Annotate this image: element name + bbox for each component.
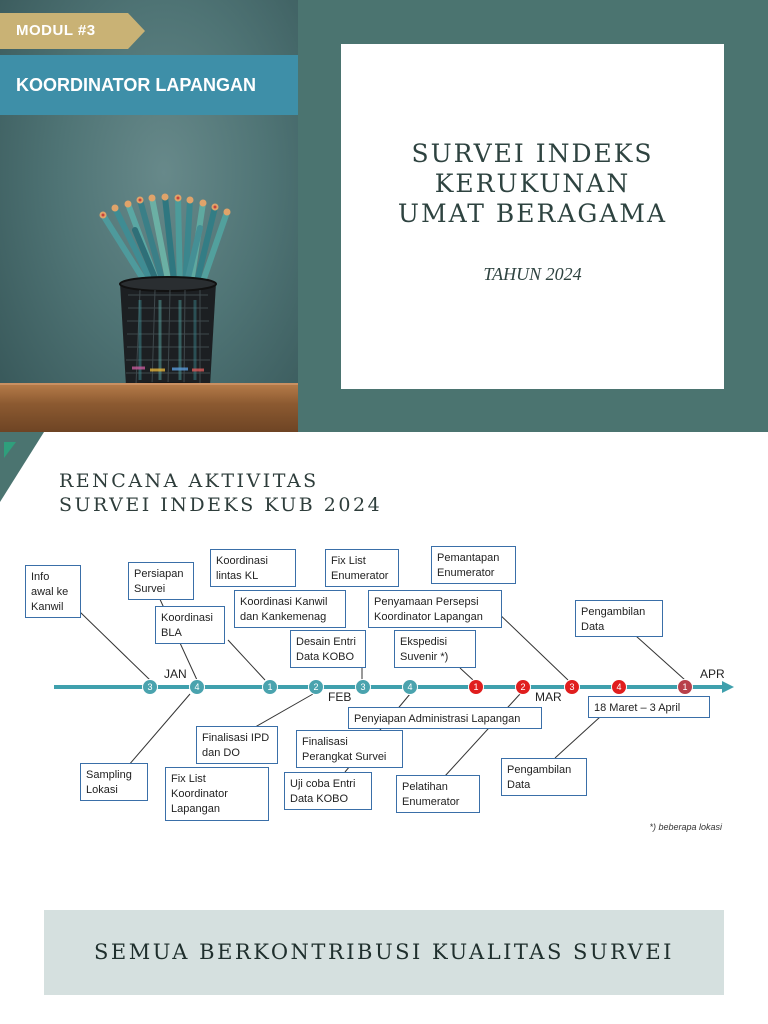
role-banner: KOORDINATOR LAPANGAN: [0, 55, 298, 115]
activity-koordinasi-lintas-kl: Koordinasi lintas KL: [210, 549, 296, 587]
closing-banner: SEMUA BERKONTRIBUSI KUALITAS SURVEI: [44, 910, 724, 995]
timeline-node: 3: [147, 682, 153, 692]
timeline-arrowhead: [722, 681, 734, 693]
timeline-node: 3: [360, 682, 366, 692]
month-label-apr: APR: [700, 667, 725, 681]
tag-arrow-shape: [0, 13, 145, 49]
activity-sampling-lokasi: Sampling Lokasi: [80, 763, 148, 801]
activity-persiapan-survei: Persiapan Survei: [128, 562, 194, 600]
timeline-node: 2: [313, 682, 319, 692]
title-line-1: SURVEI INDEKS: [411, 139, 654, 168]
timeline-node: 1: [473, 682, 479, 692]
activity-ekspedisi-suvenir: Ekspedisi Suvenir *): [394, 630, 476, 668]
activity-penyamaan-persepsi: Penyamaan Persepsi Koordinator Lapangan: [368, 590, 502, 628]
month-label-mar: MAR: [535, 690, 562, 704]
activity-koordinasi-bla: Koordinasi BLA: [155, 606, 225, 644]
timeline-node: 1: [267, 682, 273, 692]
timeline-node: 2: [520, 682, 526, 692]
footnote: *) beberapa lokasi: [649, 822, 722, 832]
activity-pengambilan-data-top: Pengambilan Data: [575, 600, 663, 637]
activity-finalisasi-perangkat: Finalisasi Perangkat Survei: [296, 730, 403, 768]
activity-finalisasi-ipd: Finalisasi IPD dan DO: [196, 726, 278, 764]
title-line-2: KERUKUNAN: [434, 169, 631, 198]
closing-banner-text: SEMUA BERKONTRIBUSI KUALITAS SURVEI: [94, 940, 674, 964]
activity-fix-list-enumerator: Fix List Enumerator: [325, 549, 399, 587]
activity-desain-entri: Desain Entri Data KOBO: [290, 630, 366, 668]
activity-pengambilan-data-bottom: Pengambilan Data: [501, 758, 587, 796]
date-range-label: 18 Maret – 3 April: [588, 696, 710, 718]
timeline-node: 4: [616, 682, 622, 692]
wooden-desk: [0, 385, 298, 432]
timeline-node: 3: [569, 682, 575, 692]
activity-fix-list-koordinator: Fix List Koordinator Lapangan: [165, 767, 269, 821]
activity-pelatihan-enumerator: Pelatihan Enumerator: [396, 775, 480, 813]
section-title-line-1: RENCANA AKTIVITAS: [59, 470, 319, 492]
corner-accent: [0, 432, 44, 502]
modul-label: MODUL #3: [16, 22, 96, 39]
timeline-nodes: [142, 679, 693, 695]
activity-penyiapan-administrasi: Penyiapan Administrasi Lapangan: [348, 707, 542, 729]
timeline-node: 4: [407, 682, 413, 692]
modul-tag: MODUL #3: [0, 13, 145, 49]
title-line-3: UMAT BERAGAMA: [397, 199, 668, 228]
role-label: KOORDINATOR LAPANGAN: [16, 75, 256, 95]
pencil-cup-illustration: [99, 193, 231, 390]
activity-info-kanwil: Info awal ke Kanwil: [25, 565, 81, 618]
timeline-node: 1: [682, 682, 688, 692]
month-label-jan: JAN: [164, 667, 187, 681]
survey-year: TAHUN 2024: [483, 264, 582, 284]
activity-koordinasi-kanwil: Koordinasi Kanwil dan Kankemenag: [234, 590, 346, 628]
section-title-line-2: SURVEI INDEKS KUB 2024: [59, 494, 383, 516]
activity-uji-coba-entri: Uji coba Entri Data KOBO: [284, 772, 372, 810]
month-label-feb: FEB: [328, 690, 352, 704]
timeline-node: 4: [194, 682, 200, 692]
title-card: SURVEI INDEKS KERUKUNAN UMAT BERAGAMA TA…: [341, 44, 724, 389]
activity-pemantapan-enumerator: Pemantapan Enumerator: [431, 546, 516, 584]
